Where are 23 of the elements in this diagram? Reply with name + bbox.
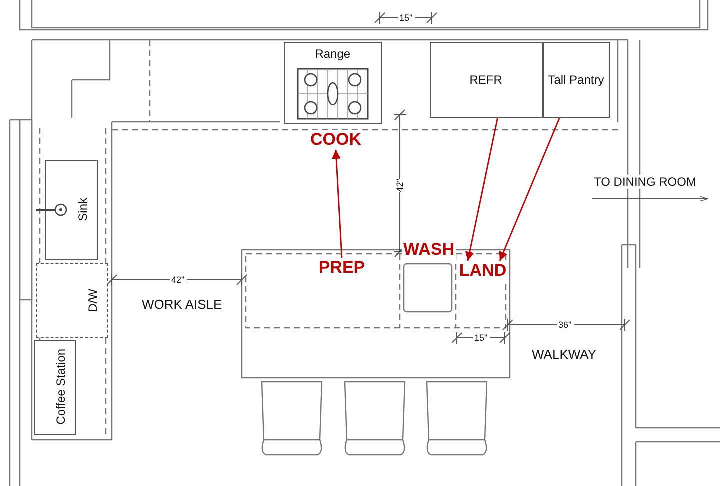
appliance-label: D/W [86,288,100,312]
zone-label: LAND [458,261,508,281]
appliance-label: REFR [470,72,502,87]
dimension-label: 15" [472,332,490,344]
zone-label: WASH [402,240,456,260]
arrow [465,118,498,262]
refrigerator-space [430,42,543,118]
coffee-station-counter [34,340,76,435]
appliance-label: Sink [76,198,90,222]
appliance-label: Range [315,47,351,61]
dimension-label: 42" [170,274,187,286]
area-label: WORK AISLE [140,297,224,312]
area-label: TO DINING ROOM [592,175,698,189]
dishwasher-space [36,263,108,338]
arrow [332,150,343,258]
dimension-label: 36" [556,320,574,330]
pantry-cabinet [543,42,610,118]
appliance-label: Tall Pantry [548,72,604,87]
range-appliance [284,42,382,124]
arrow [499,118,560,262]
area-label: WALKWAY [530,347,599,362]
dimension-label: 15" [398,12,415,24]
appliance-label: Coffee Station [54,349,68,426]
